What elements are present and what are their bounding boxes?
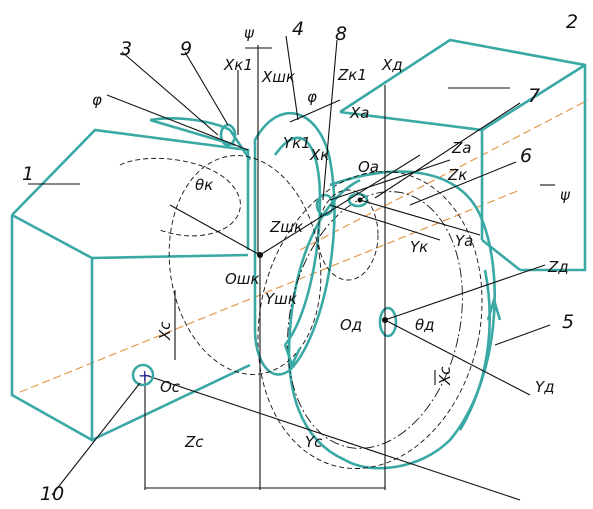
label-zk: Zк <box>447 166 467 184</box>
label-2: 2 <box>566 11 578 33</box>
label-xk: Xк <box>309 146 329 164</box>
label-8: 8 <box>335 23 347 45</box>
label-zk1: Zк1 <box>337 66 367 84</box>
label-psi-right: ψ <box>560 186 571 204</box>
label-yd: Yд <box>535 378 555 396</box>
label-xd-top: Xд <box>381 56 403 74</box>
orange-centerlines <box>19 99 589 393</box>
label-od: Oд <box>340 316 362 334</box>
disk-5 <box>257 170 502 470</box>
label-xa: Xа <box>349 104 369 122</box>
block-1 <box>10 128 251 443</box>
label-xk1: Xк1 <box>223 56 253 74</box>
label-3: 3 <box>120 38 132 60</box>
label-yk: Yк <box>410 238 428 256</box>
label-zshk: Zшк <box>269 218 303 236</box>
label-6: 6 <box>520 145 532 167</box>
label-xc-left: Xс <box>156 321 174 341</box>
label-10: 10 <box>40 483 64 505</box>
label-7: 7 <box>528 85 540 107</box>
leader-lines <box>28 35 551 496</box>
label-xshk: Xшк <box>261 68 295 86</box>
label-oshk: Oшк <box>225 270 260 288</box>
label-oc: Oс <box>160 378 181 396</box>
label-phi-mid: φ <box>307 88 317 106</box>
label-phi-top: φ <box>92 91 102 109</box>
label-5: 5 <box>562 311 574 333</box>
label-9: 9 <box>180 38 192 60</box>
label-za: Zа <box>451 139 471 157</box>
arm-4 <box>149 111 336 376</box>
axes-lines <box>106 45 555 501</box>
label-yshk: Yшк <box>265 290 297 308</box>
oc-marker <box>131 363 155 387</box>
label-4: 4 <box>292 18 304 40</box>
origin-points: + <box>131 197 388 387</box>
label-1: 1 <box>22 163 34 185</box>
svg-text:+: + <box>138 366 151 385</box>
label-xc-right: Xс <box>436 366 454 386</box>
label-theta-d: θд <box>415 316 435 334</box>
label-theta-k: θк <box>195 176 213 194</box>
label-zc: Zс <box>184 433 204 451</box>
label-yk1: Yк1 <box>283 134 311 152</box>
label-psi-top: ψ <box>244 24 255 42</box>
label-zd: Zд <box>547 258 569 276</box>
label-ya: Yа <box>455 232 473 250</box>
label-yc: Yс <box>305 433 323 451</box>
label-oa: Oа <box>358 158 379 176</box>
